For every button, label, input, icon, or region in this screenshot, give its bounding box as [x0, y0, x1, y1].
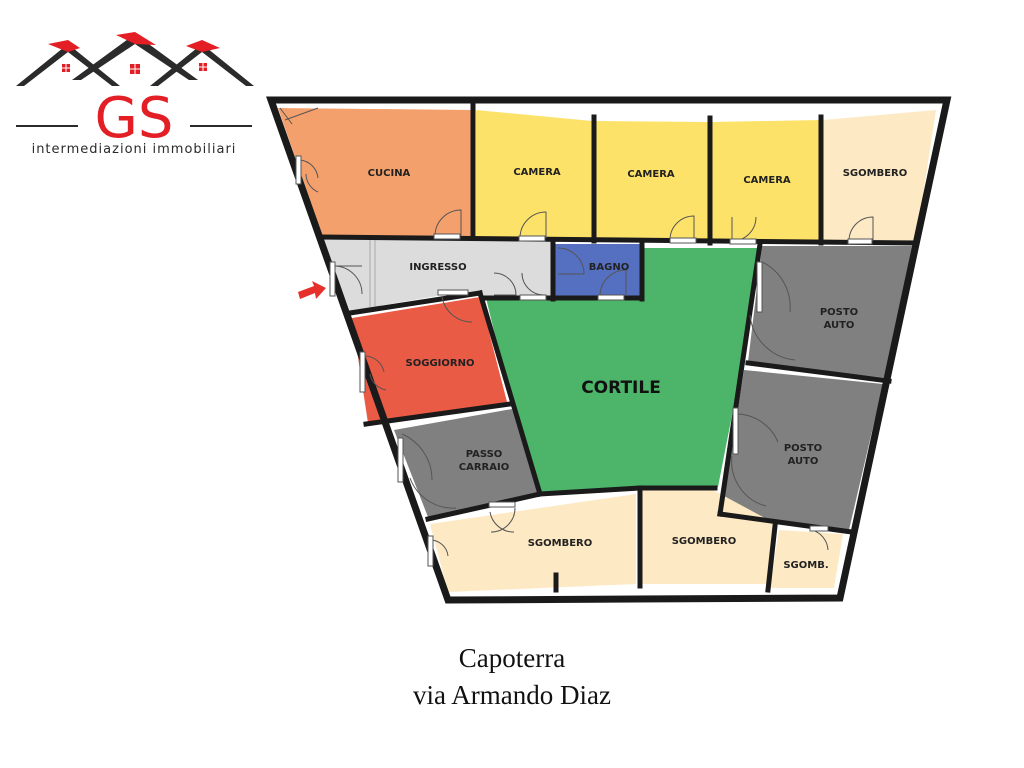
window-marks: [295, 155, 873, 567]
room-sgombero-top: [823, 110, 936, 241]
room-sgombero-b2: [642, 490, 776, 584]
house-roof-icon: [16, 32, 254, 86]
label-camera-2: CAMERA: [627, 169, 675, 180]
room-cucina: [278, 108, 472, 237]
label-camera-3: CAMERA: [743, 175, 791, 186]
logo-initials: GS: [95, 86, 174, 151]
label-posto-auto-2-line1: POSTO: [784, 443, 822, 454]
label-cortile: CORTILE: [581, 378, 661, 398]
label-passo-carraio-line1: PASSO: [466, 449, 503, 460]
logo-tagline: intermediazioni immobiliari: [32, 142, 237, 157]
label-sgombero-b1: SGOMBERO: [528, 538, 593, 549]
label-bagno: BAGNO: [589, 262, 629, 273]
caption-street: via Armando Diaz: [413, 680, 611, 710]
label-posto-auto-1-line1: POSTO: [820, 307, 858, 318]
label-camera-1: CAMERA: [513, 167, 561, 178]
label-ingresso: INGRESSO: [409, 262, 466, 273]
label-sgombero-b2: SGOMBERO: [672, 536, 737, 547]
label-soggiorno: SOGGIORNO: [406, 358, 475, 369]
room-posto-auto-1: [748, 246, 912, 378]
company-logo: GS intermediazioni immobiliari: [16, 32, 254, 157]
entry-arrow-icon: [298, 281, 326, 299]
room-sgombero-b1: [430, 494, 636, 592]
room-sgomb-small: [770, 530, 843, 588]
label-cucina: CUCINA: [368, 168, 411, 179]
room-bagno: [555, 244, 640, 296]
room-cortile: [486, 248, 758, 492]
room-camera-1: [476, 110, 592, 241]
label-passo-carraio-line2: CARRAIO: [459, 462, 509, 473]
room-soggiorno: [352, 297, 507, 423]
room-camera-3: [712, 120, 820, 243]
room-passo-carraio: [394, 409, 538, 517]
room-camera-2: [596, 121, 708, 241]
floor-plan: CUCINA CAMERA CAMERA CAMERA SGOMBERO ING…: [266, 96, 952, 604]
door-swings: [279, 107, 874, 557]
room-posto-auto-2: [722, 370, 883, 530]
label-sgomb-small: SGOMB.: [783, 560, 828, 571]
label-posto-auto-2-line2: AUTO: [788, 456, 819, 467]
label-sgombero-top: SGOMBERO: [843, 168, 908, 179]
room-ingresso: [323, 239, 551, 311]
label-posto-auto-1-line2: AUTO: [824, 320, 855, 331]
caption-town: Capoterra: [458, 643, 566, 673]
